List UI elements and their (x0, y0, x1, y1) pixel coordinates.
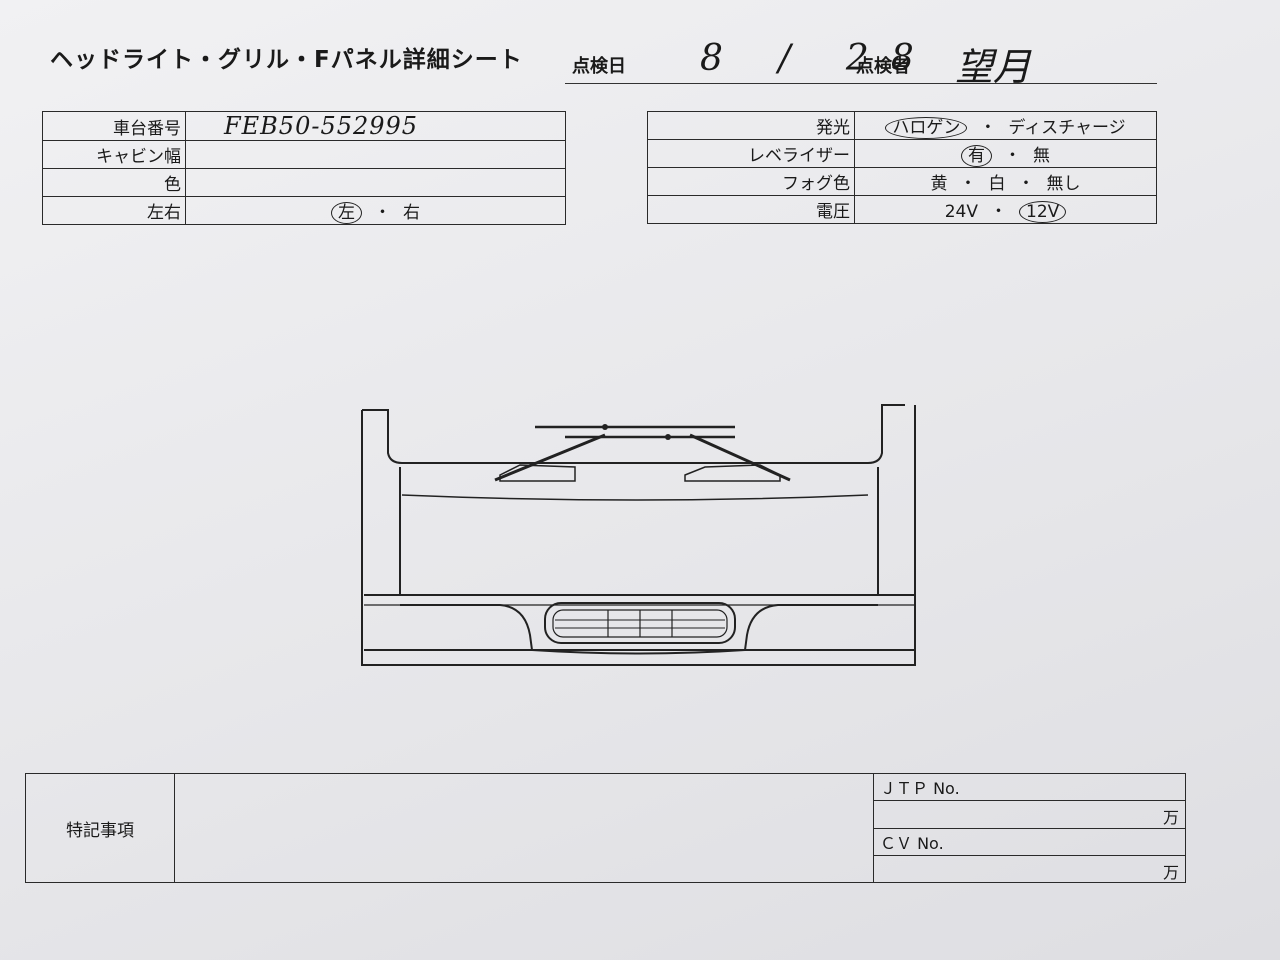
leveler-option-no: 無 (1033, 146, 1050, 166)
special-notes-table: 特記事項 ＪＴＰ No. 万 ＣＶ No. 万 (25, 772, 1186, 884)
jtp-number-field: 万 (873, 800, 1186, 829)
fog-option-none: 無し (1046, 174, 1081, 194)
table-row: ＣＶ No. (26, 827, 1186, 856)
separator-dot: ・ (990, 202, 1007, 222)
light-option-discharge: ディスチャージ (1008, 118, 1126, 138)
table-row: キャビン幅 (42, 140, 566, 169)
table-row: フォグ色 黄・白・無し (647, 167, 1157, 196)
separator-dot: ・ (959, 174, 977, 194)
left-wiper-arm (494, 433, 606, 482)
fog-option-yellow: 黄 (930, 174, 948, 194)
date-value: 8 / 28 (700, 38, 936, 79)
table-row: 色 (42, 168, 566, 197)
side-label: 左右 (42, 196, 186, 225)
table-row: 左右 左・右 (42, 196, 566, 225)
special-notes-label: 特記事項 (25, 773, 175, 883)
sheet-title: ヘッドライト・グリル・Fパネル詳細シート (50, 47, 523, 73)
side-option-right: 右 (403, 203, 420, 223)
left-fog-recess (400, 604, 533, 651)
leveler-options: 有・無 (854, 139, 1157, 168)
table-row: 車台番号 FEB50-552995 (42, 111, 566, 141)
right-wiper-base (684, 464, 781, 482)
cab-right-pillar (770, 404, 905, 464)
front-grille (544, 602, 736, 644)
wiper-pivot (602, 424, 608, 430)
cv-number-field: 万 (873, 854, 1186, 884)
right-fog-recess (744, 604, 878, 651)
cv-number-label: ＣＶ No. (873, 827, 1186, 856)
separator-dot: ・ (374, 203, 391, 223)
light-source-options: ハロゲン・ディスチャージ (854, 111, 1157, 140)
inspector-label: 点検者 (856, 56, 910, 77)
color-label: 色 (42, 168, 186, 197)
cabin-width-value (185, 140, 566, 169)
fog-color-label: フォグ色 (647, 167, 855, 196)
table-row: 万 (26, 800, 1186, 829)
cabin-width-label: キャビン幅 (42, 140, 186, 169)
wiper-pivot (665, 434, 671, 440)
jtp-unit: 万 (1162, 808, 1179, 828)
cv-unit: 万 (1162, 862, 1179, 882)
lamp-spec-table: 発光 ハロゲン・ディスチャージ レベライザー 有・無 フォグ色 黄・白・無し 電… (647, 111, 1157, 224)
vehicle-info-table: 車台番号 FEB50-552995 キャビン幅 色 左右 左・右 (42, 111, 566, 225)
light-option-halogen: ハロゲン (885, 117, 968, 139)
voltage-option-12v: 12V (1019, 201, 1067, 223)
panel-crease (401, 494, 869, 501)
table-row: 特記事項 ＪＴＰ No. (25, 772, 1186, 883)
table-row: 電圧 24V ・ 12V (647, 195, 1157, 224)
fog-option-white: 白 (988, 174, 1006, 194)
leveler-option-yes: 有 (961, 145, 992, 167)
fog-color-options: 黄・白・無し (854, 167, 1157, 196)
voltage-label: 電圧 (647, 195, 855, 224)
left-wiper-base (499, 464, 576, 482)
chassis-number-label: 車台番号 (42, 111, 186, 141)
truck-front-drawing (361, 404, 916, 666)
header-underline (565, 83, 1157, 84)
jtp-number-label: ＪＴＰ No. (873, 772, 1186, 802)
side-option-left: 左 (331, 202, 362, 224)
date-label: 点検日 (572, 56, 626, 77)
light-source-label: 発光 (647, 111, 855, 140)
panel-outline (361, 405, 916, 666)
leveler-label: レベライザー (647, 139, 855, 168)
color-value (185, 168, 566, 197)
cab-left-pillar (362, 409, 500, 464)
voltage-option-24v: 24V (944, 202, 978, 222)
table-row: レベライザー 有・無 (647, 139, 1157, 168)
bumper-lower-edge (531, 649, 746, 655)
separator-dot: ・ (1004, 146, 1021, 166)
voltage-options: 24V ・ 12V (854, 195, 1157, 224)
separator-dot: ・ (979, 118, 997, 138)
side-options: 左・右 (185, 196, 566, 225)
separator-dot: ・ (1017, 174, 1035, 194)
table-row: 万 (26, 854, 1186, 884)
chassis-number-value: FEB50-552995 (185, 111, 566, 141)
table-row: 発光 ハロゲン・ディスチャージ (647, 111, 1157, 140)
inspector-value: 望月 (955, 45, 1032, 89)
special-notes-body (174, 773, 874, 883)
